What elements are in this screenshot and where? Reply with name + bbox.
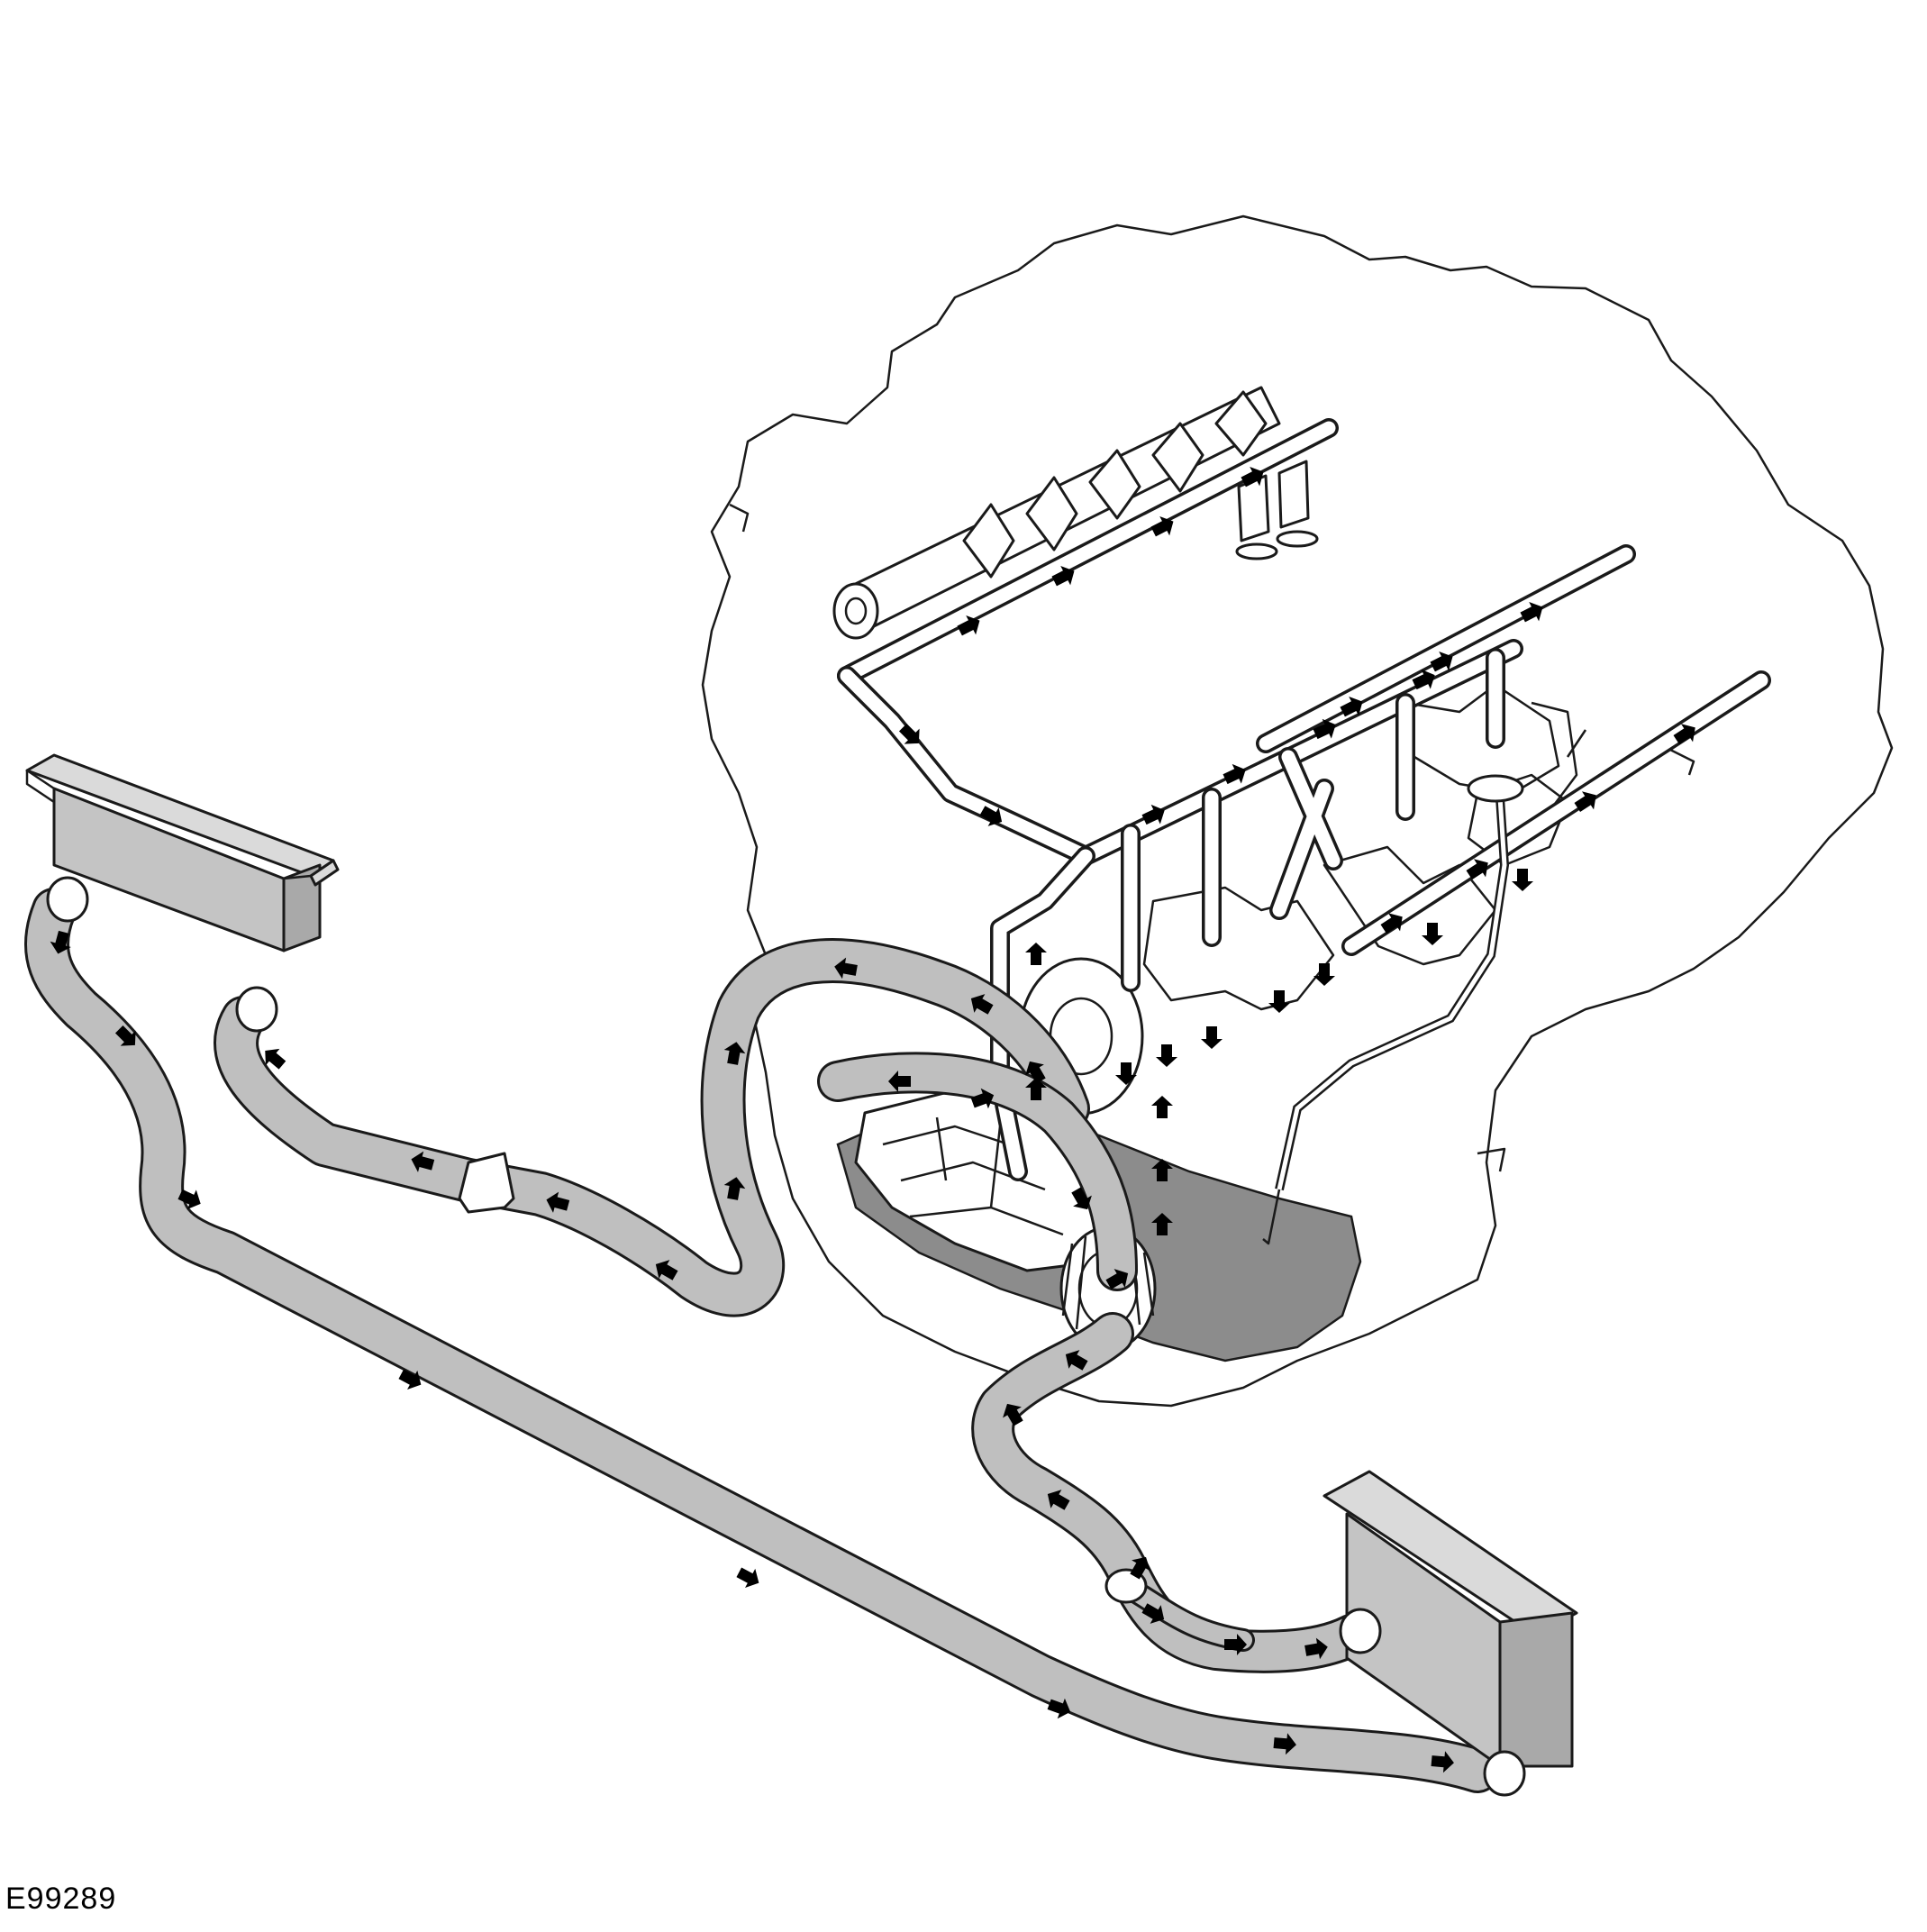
flow-arrow-icon [1156, 1044, 1177, 1067]
flow-arrow-icon [1071, 1187, 1092, 1210]
figure-id-label: E99289 [5, 1882, 117, 1916]
flow-arrow-icon [1412, 669, 1435, 690]
flow-arrow-icon [970, 994, 994, 1015]
engine-outline [701, 214, 1894, 1408]
flow-arrow-icon [1241, 466, 1264, 488]
flow-arrow-icon [1003, 1403, 1023, 1426]
flow-arrow-icon [1304, 1637, 1328, 1660]
hose-bracket [458, 1152, 515, 1214]
flow-arrow-icon [1025, 943, 1047, 965]
flow-arrow-icon [1047, 1698, 1071, 1719]
flow-arrow-icon [114, 1025, 136, 1046]
oil-filter-ribs [1061, 1235, 1155, 1330]
flow-arrow-icon [1313, 963, 1335, 986]
flow-arrow-icon [177, 1189, 201, 1210]
flow-arrow-icon [1025, 1078, 1047, 1100]
flow-arrow-icon [1025, 1061, 1046, 1084]
flow-arrow-icon [1115, 1062, 1137, 1085]
flow-arrow-icon [834, 957, 858, 980]
flow-arrow-icon [1273, 1733, 1296, 1755]
flow-arrow-icon [1340, 696, 1363, 717]
engine-outline-detail [729, 503, 1695, 1172]
flow-arrow-icon [736, 1567, 759, 1589]
flow-arrow-icon [1520, 601, 1543, 623]
dipstick-blade [1262, 1189, 1281, 1245]
flow-arrow-icon [1268, 990, 1290, 1013]
hose-right-cooler-supply [971, 1312, 1373, 1673]
dipstick-handle [1467, 774, 1524, 803]
flow-arrow-icon [1574, 791, 1596, 813]
flow-arrow-icon [1150, 515, 1174, 537]
valves [1235, 460, 1319, 560]
flow-arrow-icon [888, 1071, 911, 1092]
flow-arrow-icon [546, 1191, 570, 1213]
hose-pump-feed [817, 1052, 1138, 1291]
flow-arrow-icon [1151, 1213, 1173, 1235]
flow-arrow-icon [1151, 1159, 1173, 1181]
pump-inner-lines [882, 1116, 1064, 1236]
flow-arrow-icon [1673, 724, 1695, 745]
flow-arrow-icon [1141, 1603, 1165, 1624]
oil-cooler-right [1323, 1470, 1578, 1797]
flow-arrow-icon [1431, 1751, 1454, 1773]
flow-arrow-icon [1223, 763, 1246, 785]
hose-clip [1104, 1568, 1148, 1604]
flow-arrow-icon [1105, 1269, 1129, 1290]
flow-arrow-icon [1224, 1634, 1247, 1655]
flow-arrow-icon [1512, 869, 1533, 891]
flow-arrow-icon [1201, 1026, 1223, 1049]
hose-left-cooler-return [214, 938, 1090, 1317]
flow-arrow-icon [411, 1151, 435, 1172]
flow-arrow-icon [957, 615, 980, 636]
flow-arrow-icon [1051, 565, 1075, 587]
flow-arrow-icon [723, 1042, 746, 1065]
flow-arrow-icon [1141, 804, 1165, 825]
flow-arrow-icon [898, 723, 920, 744]
oil-cooler-left [25, 753, 340, 1033]
flow-arrow-icon [265, 1048, 286, 1070]
flow-arrow-icon [398, 1369, 422, 1390]
flow-arrow-icon [979, 806, 1003, 826]
flow-arrow-icon [723, 1177, 746, 1200]
flow-arrow-icon [1466, 859, 1488, 880]
flow-arrow-icon [1151, 1096, 1173, 1118]
flow-arrow-icon [1422, 923, 1443, 945]
flow-arrow-icon [50, 930, 71, 954]
flow-arrow-icon [1430, 651, 1453, 672]
flow-arrow-icon [970, 1088, 995, 1109]
camshaft [832, 386, 1281, 640]
flow-arrow-icon [1313, 718, 1336, 740]
flow-arrow-icon [1047, 1490, 1070, 1510]
flow-arrows [50, 466, 1695, 1773]
flow-arrow-icon [1380, 913, 1403, 934]
dipstick-tube [1275, 797, 1510, 1191]
flow-arrow-icon [1065, 1350, 1088, 1371]
flow-arrow-icon [1130, 1556, 1150, 1580]
flow-arrow-icon [655, 1260, 678, 1280]
